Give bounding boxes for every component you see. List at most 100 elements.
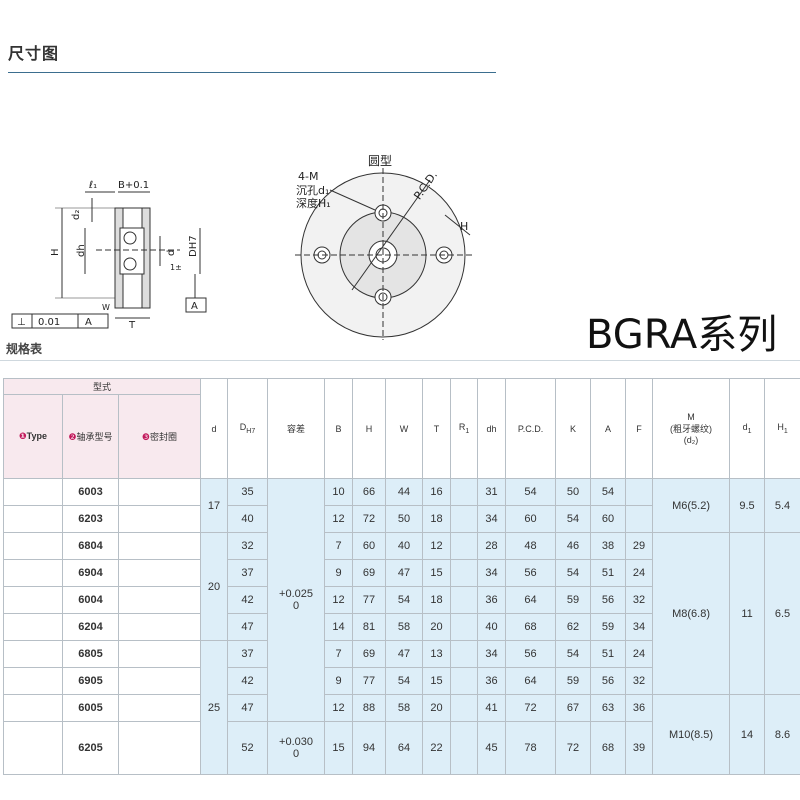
header-R1: R1 (450, 378, 479, 479)
F-cell: 39 (625, 721, 654, 775)
F-cell: 32 (625, 586, 654, 614)
B-cell: 9 (324, 667, 354, 695)
A-cell: 38 (590, 532, 627, 560)
header-H: H (352, 378, 387, 479)
header-dh: dh (477, 378, 507, 479)
F-cell: 34 (625, 613, 654, 641)
T-cell: 15 (422, 559, 452, 587)
F-cell: 24 (625, 640, 654, 668)
datum-label: A (191, 301, 198, 312)
dh7-label: DH7 (188, 235, 199, 257)
R1-cell (450, 640, 479, 668)
type-cell (3, 667, 63, 695)
T-cell: 12 (422, 532, 452, 560)
bearing-model-cell: 6905 (62, 667, 119, 695)
A-cell: 60 (590, 505, 627, 533)
dimension-drawing-title: 尺寸图 (8, 44, 60, 63)
A-cell: 59 (590, 613, 627, 641)
bearing-model-cell: 6005 (62, 694, 119, 722)
D-cell: 35 (227, 478, 269, 506)
h1-cell: 8.6 (764, 694, 800, 775)
pcd-cell: 56 (505, 640, 557, 668)
K-cell: 67 (555, 694, 592, 722)
W-cell: 47 (385, 640, 424, 668)
tolerance-frame (11, 313, 109, 329)
R1-cell (450, 721, 479, 775)
seal-cell (117, 505, 202, 533)
d-cell: 25 (200, 640, 229, 775)
K-cell: 54 (555, 505, 592, 533)
t-label: T (128, 320, 136, 331)
d-label: d (166, 250, 177, 256)
l1-label: ℓ₁ (89, 180, 97, 191)
W-cell: 54 (385, 667, 424, 695)
h1-label: 1± (170, 263, 182, 272)
T-cell: 13 (422, 640, 452, 668)
K-cell: 59 (555, 667, 592, 695)
dh-cell: 45 (477, 721, 507, 775)
tolerance-value: 0.01 (38, 317, 60, 328)
header-D: DH7 (227, 378, 269, 479)
B-cell: 10 (324, 478, 354, 506)
seal-cell (117, 640, 202, 668)
dh-label: dh (76, 244, 87, 257)
A-cell: 68 (590, 721, 627, 775)
d1-cell: 14 (729, 694, 766, 775)
F-cell: 36 (625, 694, 654, 722)
pcd-cell: 68 (505, 613, 557, 641)
tolerance-ref: A (85, 317, 92, 328)
h-label: H (50, 248, 61, 256)
type-cell (3, 478, 63, 506)
seal-cell (117, 478, 202, 506)
B-cell: 12 (324, 586, 354, 614)
header-type: ❶Type (3, 394, 63, 479)
A-cell: 51 (590, 559, 627, 587)
R1-cell (450, 667, 479, 695)
hole-leader (329, 189, 376, 211)
H-cell: 60 (352, 532, 387, 560)
H-cell: 81 (352, 613, 387, 641)
seal-cell (117, 613, 202, 641)
A-cell: 56 (590, 586, 627, 614)
seal-cell (117, 532, 202, 560)
type-cell (3, 640, 63, 668)
depth-label: 深度H₁ (296, 196, 331, 210)
round-type-label: 圆型 (368, 154, 392, 168)
W-cell: 50 (385, 505, 424, 533)
dh-cell: 34 (477, 559, 507, 587)
D-cell: 47 (227, 694, 269, 722)
bearing-model-cell: 6904 (62, 559, 119, 587)
A-cell: 54 (590, 478, 627, 506)
header-T: T (422, 378, 452, 479)
B-cell: 15 (324, 721, 354, 775)
B-cell: 12 (324, 505, 354, 533)
D-cell: 47 (227, 613, 269, 641)
header-B: B (324, 378, 354, 479)
seal-cell (117, 586, 202, 614)
round-h-label: H (460, 220, 468, 233)
B-cell: 14 (324, 613, 354, 641)
type-cell (3, 505, 63, 533)
type-cell (3, 694, 63, 722)
bearing-outline (119, 227, 145, 275)
b-label: B+0.1 (118, 180, 149, 191)
F-cell: 29 (625, 532, 654, 560)
W-cell: 40 (385, 532, 424, 560)
pcd-cell: 64 (505, 586, 557, 614)
tolerance-symbol: ⊥ (17, 317, 26, 328)
D-cell: 42 (227, 667, 269, 695)
dh-cell: 36 (477, 586, 507, 614)
W-cell: 58 (385, 613, 424, 641)
D-cell: 52 (227, 721, 269, 775)
dh-cell: 34 (477, 640, 507, 668)
seal-cell (117, 694, 202, 722)
R1-cell (450, 532, 479, 560)
B-cell: 12 (324, 694, 354, 722)
W-cell: 44 (385, 478, 424, 506)
K-cell: 46 (555, 532, 592, 560)
